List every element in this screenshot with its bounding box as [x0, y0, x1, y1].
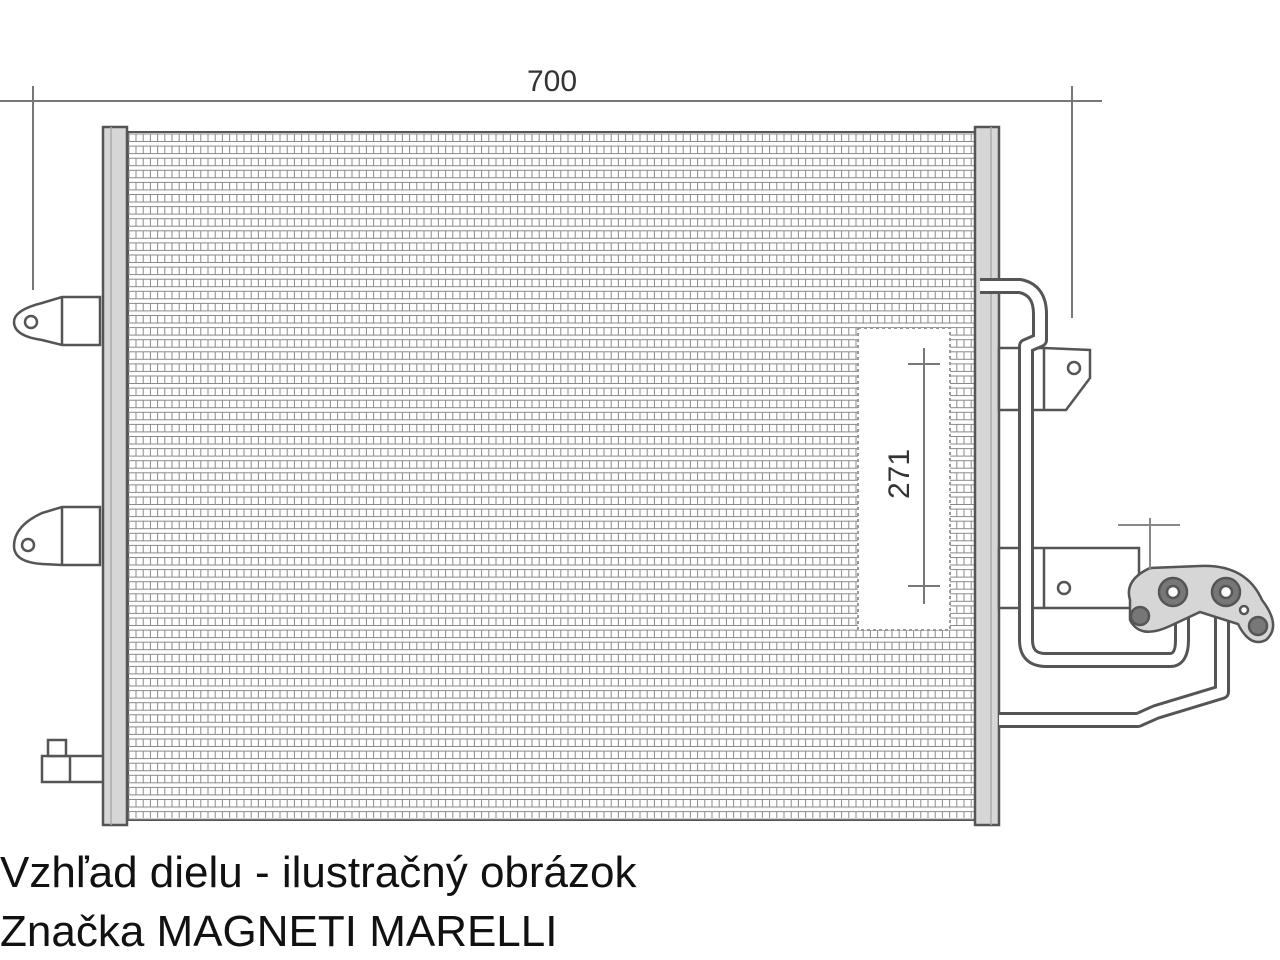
fin-row	[128, 460, 976, 469]
fin-row	[128, 266, 976, 276]
fin-row	[128, 302, 976, 312]
fin-row	[128, 436, 976, 445]
fin-row	[128, 557, 976, 566]
fin-row	[128, 520, 976, 530]
fin-row	[128, 617, 976, 626]
fin-row	[128, 678, 976, 687]
fin-row	[128, 194, 976, 203]
fin-row	[128, 811, 976, 820]
fin-row	[128, 714, 976, 723]
refrigerant-pipes	[980, 278, 1230, 728]
fin-row	[128, 375, 976, 384]
drain-plug	[40, 738, 108, 784]
fin-row	[128, 448, 976, 457]
fin-row	[128, 278, 976, 288]
right-bracket-upper	[997, 346, 1092, 412]
left-bracket-lower	[12, 505, 102, 567]
fin-row	[128, 605, 976, 614]
fin-row	[128, 206, 976, 215]
fin-row	[128, 532, 976, 542]
right-tank	[973, 125, 1001, 827]
fin-row	[128, 411, 976, 421]
width-dimension-label: 700	[527, 65, 577, 98]
fin-row	[128, 653, 976, 663]
height-dimension	[908, 348, 940, 604]
fin-row	[128, 569, 976, 578]
fin-row	[128, 254, 976, 263]
connector-axis	[1118, 518, 1180, 570]
fin-row	[128, 544, 976, 554]
fin-row	[128, 399, 976, 409]
fin-row	[128, 387, 976, 397]
fin-row	[128, 738, 976, 747]
fin-row	[128, 508, 976, 518]
caption-brand: Značka MAGNETI MARELLI	[0, 907, 558, 956]
width-dimension	[0, 86, 1102, 318]
label-window	[857, 327, 951, 631]
fin-row	[128, 690, 976, 699]
fin-row	[128, 665, 976, 675]
fin-rows	[128, 133, 976, 820]
fin-row	[128, 774, 976, 784]
fin-row	[128, 230, 976, 239]
fin-row	[128, 339, 976, 348]
condenser-core	[127, 131, 977, 821]
height-dimension-label: 271	[883, 449, 916, 499]
fin-row	[128, 593, 976, 602]
fin-row	[128, 242, 976, 251]
fin-row	[128, 762, 976, 772]
fin-row	[128, 218, 976, 227]
fin-row	[128, 290, 976, 300]
fin-row	[128, 750, 976, 760]
condenser-diagram: 700 271	[0, 65, 1275, 827]
fin-row	[128, 327, 976, 336]
fin-row	[128, 315, 976, 324]
fin-row	[128, 169, 976, 179]
fin-row	[128, 133, 976, 142]
fin-row	[128, 702, 976, 711]
fin-row	[128, 726, 976, 735]
fin-row	[128, 581, 976, 590]
fin-row	[128, 423, 976, 433]
fin-row	[128, 351, 976, 360]
connector-flange	[1127, 564, 1275, 644]
fin-row	[128, 484, 976, 493]
fin-row	[128, 496, 976, 505]
caption-illustrative: Vzhľad dielu - ilustračný obrázok	[0, 848, 637, 897]
left-tank	[101, 125, 129, 827]
fin-row	[128, 363, 976, 372]
fin-row	[128, 145, 976, 155]
fin-row	[128, 472, 976, 481]
fin-row	[128, 181, 976, 191]
fin-row	[128, 641, 976, 651]
fin-row	[128, 799, 976, 808]
fin-row	[128, 786, 976, 796]
left-bracket-upper	[12, 295, 102, 347]
fin-row	[128, 157, 976, 167]
fin-row	[128, 629, 976, 639]
